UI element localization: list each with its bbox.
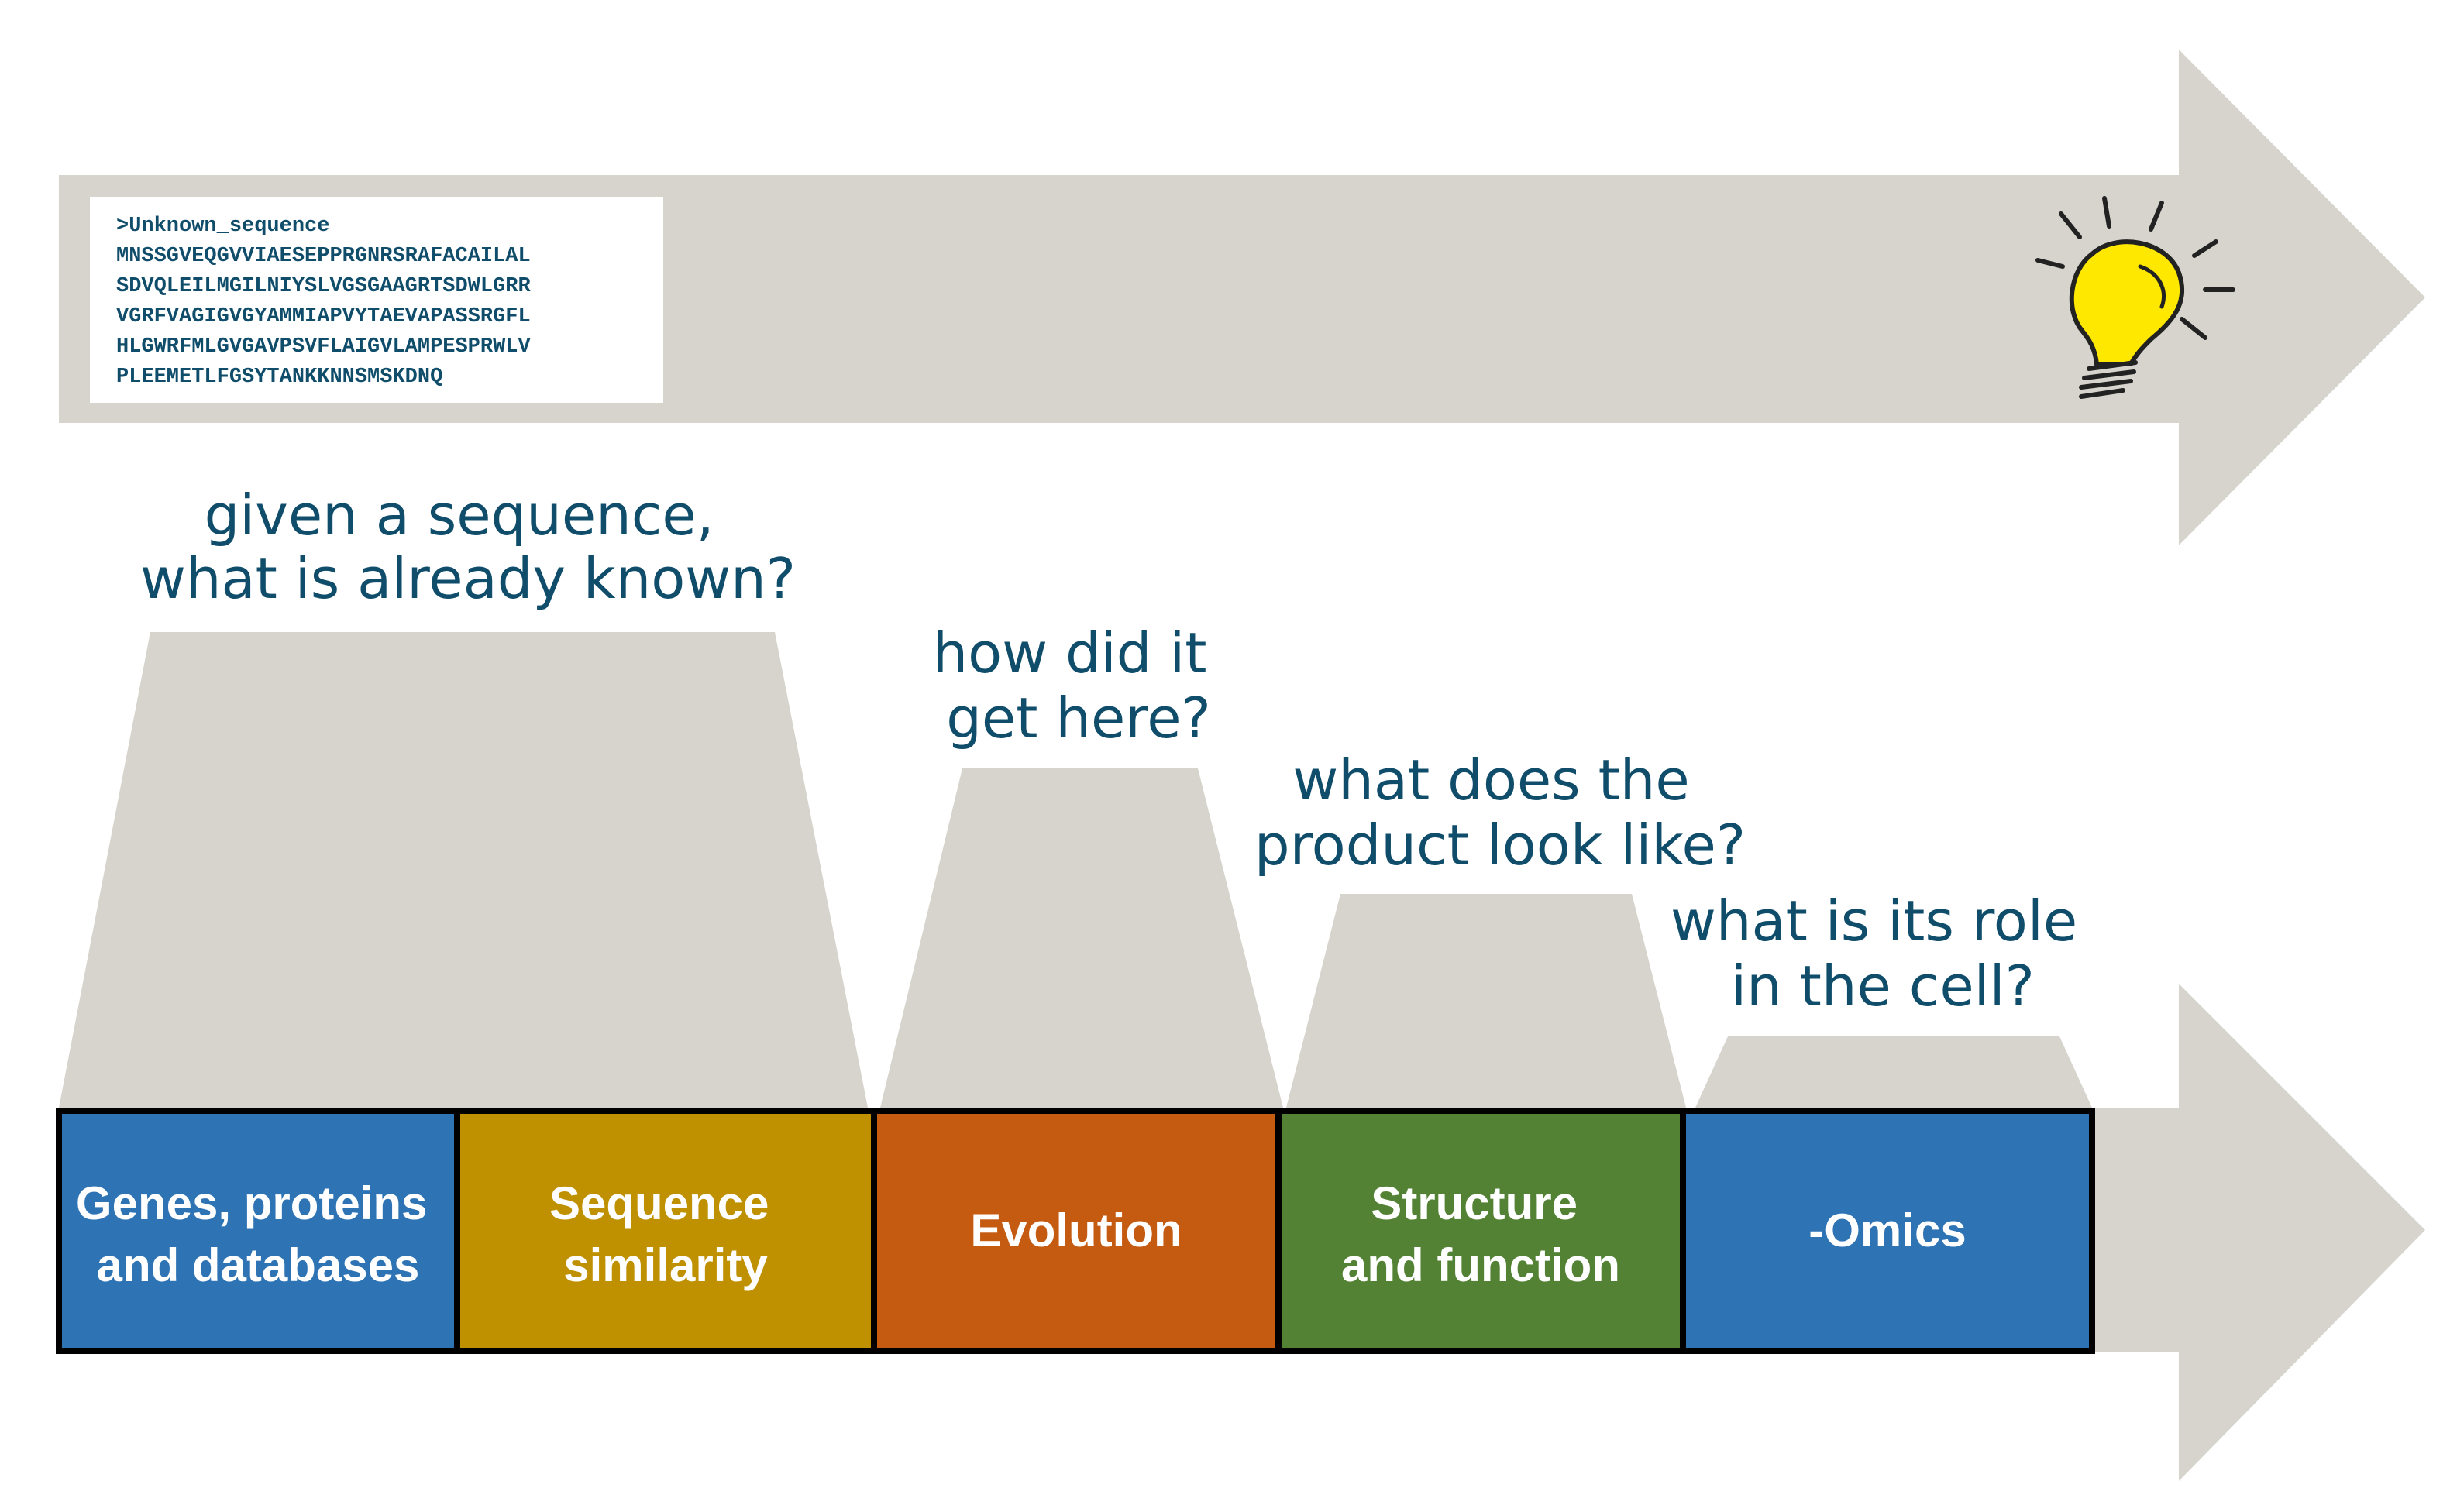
stage-genes-line2: and databases xyxy=(97,1239,420,1291)
stage-evolution: Evolution xyxy=(871,1108,1282,1354)
stage-similarity-line1: Sequence xyxy=(549,1177,769,1229)
top-arrow xyxy=(59,50,2425,545)
stage-structure-line2: and function xyxy=(1341,1239,1620,1291)
stage-omics: -Omics xyxy=(1680,1108,2095,1354)
sequence-line: MNSSGVEQGVVIAESEPPRGNRSRAFACAILAL xyxy=(116,245,531,268)
stage-genes: Genes, proteins and databases xyxy=(56,1108,460,1354)
trapezoid-evolution xyxy=(880,768,1283,1108)
question-genes-line2: what is already known? xyxy=(140,546,796,611)
question-structure-line2: product look like? xyxy=(1254,813,1746,878)
trapezoid-omics xyxy=(1695,1036,2092,1108)
question-genes: given a sequence, what is already known? xyxy=(140,483,796,611)
question-genes-line1: given a sequence, xyxy=(205,483,714,548)
sequence-line: VGRFVAGIGVGYAMMIAPVYTAEVAPASSRGFL xyxy=(116,305,531,328)
sequence-box-background xyxy=(90,197,663,403)
sequence-header: >Unknown_sequence xyxy=(116,215,329,238)
stage-genes-box xyxy=(56,1108,460,1354)
stage-omics-box xyxy=(1680,1108,2095,1354)
stage-genes-line1: Genes, proteins xyxy=(76,1177,427,1229)
question-omics: what is its role in the cell? xyxy=(1671,888,2095,1019)
question-omics-line2: in the cell? xyxy=(1731,954,2035,1019)
stage-similarity: Sequence similarity xyxy=(454,1108,877,1354)
question-structure: what does the product look like? xyxy=(1254,747,1746,878)
sequence-box: >Unknown_sequence MNSSGVEQGVVIAESEPPRGNR… xyxy=(90,197,663,403)
sequence-line: PLEEMETLFGSYTANKKNNSMSKDNQ xyxy=(116,366,442,389)
stage-genes-label: Genes, proteins and databases xyxy=(76,1177,440,1291)
bottom-arrow xyxy=(2092,984,2425,1481)
sequence-line: HLGWRFMLGVGAVPSVFLAIGVLAMPESPRWLV xyxy=(116,335,531,359)
sequence-line: SDVQLEILMGILNIYSLVGSGAAGRTSDWLGRR xyxy=(116,275,531,298)
question-evolution-line1: how did it xyxy=(933,620,1207,686)
question-evolution-line2: get here? xyxy=(946,686,1211,751)
trapezoid-structure xyxy=(1286,894,1686,1108)
stage-similarity-box xyxy=(454,1108,877,1354)
question-evolution: how did it get here? xyxy=(933,620,1225,751)
stage-similarity-line2: similarity xyxy=(563,1239,768,1291)
trapezoid-genes xyxy=(59,632,868,1108)
stage-structure: Structure and function xyxy=(1275,1108,1686,1354)
stage-similarity-label: Sequence similarity xyxy=(549,1177,782,1291)
stage-evolution-box xyxy=(871,1108,1282,1354)
lightbulb-icon xyxy=(2035,196,2235,399)
question-omics-line1: what is its role xyxy=(1671,888,2077,954)
stage-evolution-label: Evolution xyxy=(970,1204,1182,1256)
question-structure-line1: what does the xyxy=(1292,747,1689,813)
stage-omics-label: -Omics xyxy=(1808,1204,1966,1256)
stage-structure-box xyxy=(1275,1108,1686,1354)
stage-structure-label: Structure and function xyxy=(1341,1177,1620,1291)
stage-structure-line1: Structure xyxy=(1371,1177,1578,1229)
